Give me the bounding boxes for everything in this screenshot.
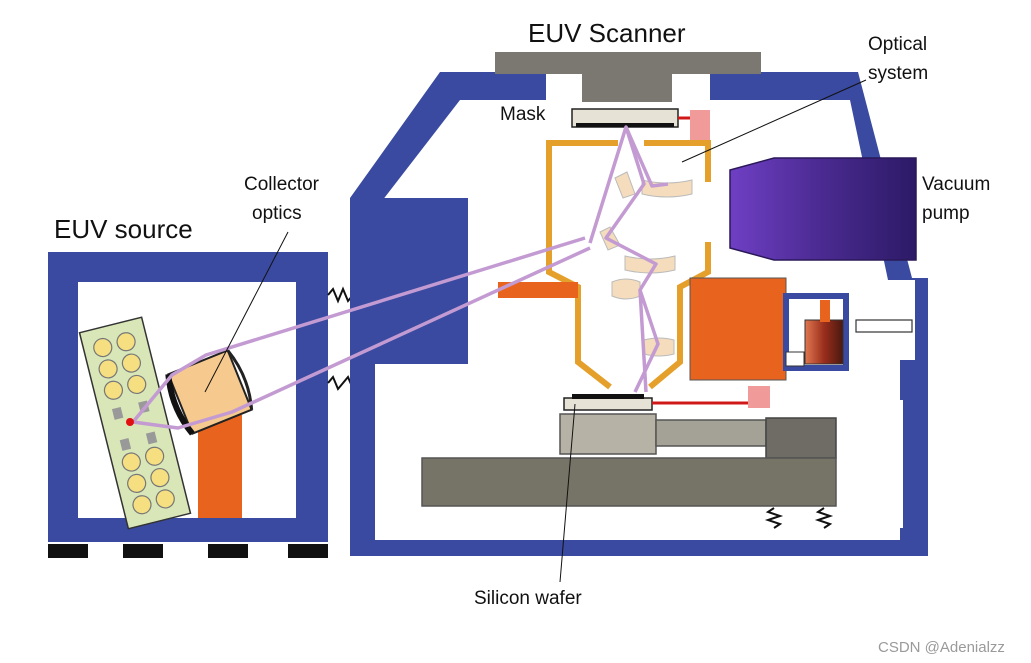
scanner-top-plate [495, 52, 761, 102]
control-module [689, 277, 913, 381]
foot-4 [288, 544, 328, 558]
euv-beam-path [131, 125, 669, 430]
vacuum-pump [729, 157, 917, 261]
label-optical-system-line1: Optical [868, 34, 927, 55]
leader-lines [204, 79, 867, 583]
watermark: CSDN @Adenialzz [878, 639, 1005, 656]
label-euv-scanner: EUV Scanner [528, 18, 686, 48]
label-collector-optics-line2: optics [252, 203, 302, 224]
label-vacuum-pump-line1: Vacuum [922, 174, 990, 195]
foot-3 [208, 544, 248, 558]
label-euv-source: EUV source [54, 214, 193, 244]
optical-system-housing [546, 140, 711, 390]
plasma-point [126, 418, 134, 426]
foot-1 [48, 544, 88, 558]
label-optical-system-line2: system [868, 63, 928, 84]
collector-pedestal [198, 415, 242, 518]
mask [571, 108, 710, 140]
wafer-stage [421, 386, 837, 507]
label-collector-optics-line1: Collector [244, 174, 320, 195]
foot-2 [123, 544, 163, 558]
label-mask: Mask [500, 104, 546, 125]
stage-springs [764, 507, 834, 529]
label-silicon-wafer: Silicon wafer [474, 588, 582, 609]
label-vacuum-pump-line2: pump [922, 203, 970, 224]
optics-mount [498, 282, 578, 298]
